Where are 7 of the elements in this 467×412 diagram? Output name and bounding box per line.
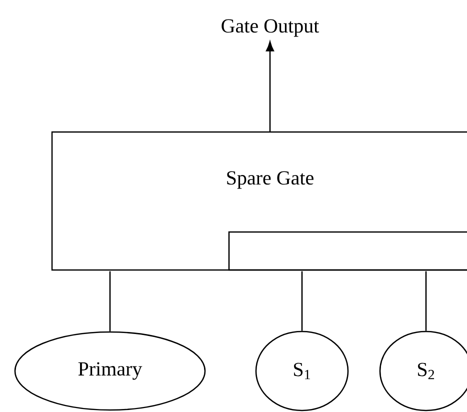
- gate-box: Spare Gate: [51, 131, 467, 271]
- connector-line: [109, 271, 111, 332]
- inner-box: [228, 231, 467, 271]
- output-label: Gate Output: [222, 19, 320, 37]
- connector-line: [266, 41, 274, 132]
- connector-line: [301, 271, 303, 331]
- connector-line: [425, 271, 427, 331]
